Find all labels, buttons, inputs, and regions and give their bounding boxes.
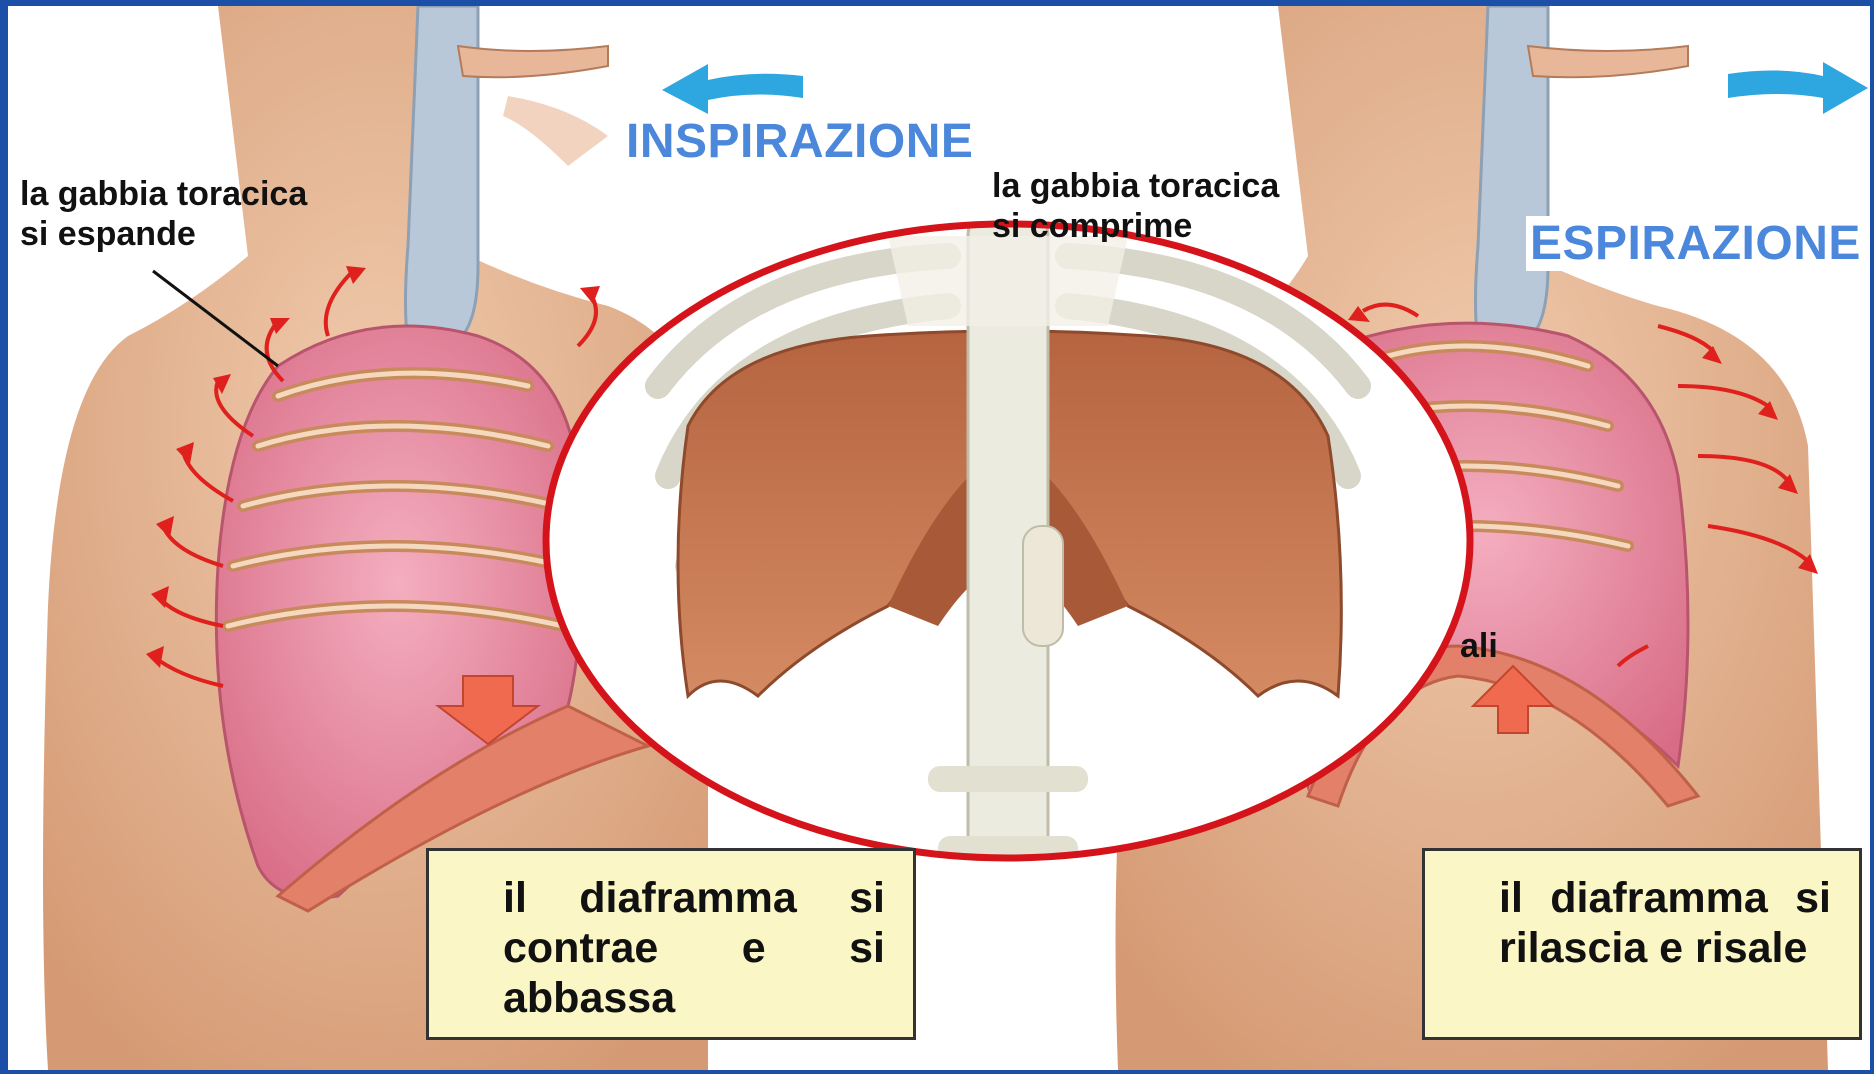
expiration-note: il diaframma si rilascia e risale [1422,848,1862,1040]
inspiration-note: il diaframma si contrae e si abbassa [426,848,916,1040]
expiration-title: ESPIRAZIONE [1526,216,1865,271]
diagram-stage: INSPIRAZIONE ESPIRAZIONE la gabbia torac… [8,6,1870,1070]
arrow-left-icon [662,64,803,114]
partial-label: ali [1460,626,1498,666]
arrow-right-icon [1728,62,1868,114]
ribcage-expands-label: la gabbia toracica si espande [20,174,307,254]
ribcage-compresses-label: la gabbia toracica si comprime [992,166,1322,242]
inspiration-title: INSPIRAZIONE [626,114,973,169]
